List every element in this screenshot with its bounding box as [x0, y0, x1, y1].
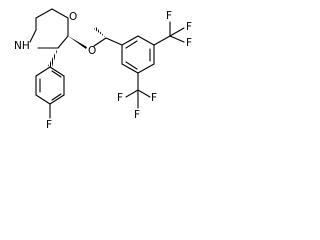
- cf3-bottom-group: [125, 89, 151, 109]
- cf-bond: [169, 27, 185, 37]
- cf-bond: [169, 35, 185, 43]
- benzylic-bond: [105, 37, 123, 46]
- aromatic-bond: [121, 35, 139, 46]
- cf3-top-f2-label: F: [186, 21, 192, 33]
- aromatic-bond: [49, 94, 65, 105]
- aromatic-bond: [35, 66, 51, 77]
- cf3-top-f3-label: F: [186, 37, 192, 49]
- aromatic-inner-bond: [51, 93, 62, 101]
- cf3-bottom-f2-label: F: [151, 92, 157, 104]
- ring-bond: [29, 29, 37, 43]
- aromatic-inner-bond: [51, 70, 62, 78]
- ring-bond: [35, 8, 53, 19]
- aromatic-inner-bond: [125, 40, 138, 49]
- cf3-bottom-f1-label: F: [117, 92, 123, 104]
- aromatic-bond: [137, 63, 155, 74]
- cf3-bottom-f3-label: F: [134, 109, 140, 121]
- fluoro-label: F: [46, 119, 52, 131]
- ring-oxygen-label: O: [69, 11, 77, 23]
- chemical-structure: O NH O F F F F F F F: [14, 8, 192, 131]
- ring-nh-label: NH: [14, 40, 30, 52]
- bis-cf3-phenyl-ring: [121, 35, 171, 91]
- cf3-top-f1-label: F: [166, 10, 172, 22]
- cf-bond: [125, 89, 139, 98]
- aromatic-bond: [35, 94, 51, 105]
- ether-oxygen-label: O: [88, 45, 96, 57]
- ring-bond: [51, 8, 69, 19]
- fluorophenyl-ring: [35, 66, 65, 119]
- ring-bond: [57, 35, 69, 49]
- methyl-hashed-bond: [94, 27, 106, 38]
- morpholine-ring: [29, 8, 69, 49]
- aromatic-bond: [121, 63, 139, 74]
- cf-bond: [137, 89, 151, 98]
- aromatic-inner-bond: [125, 61, 138, 70]
- aromatic-bond: [49, 66, 65, 77]
- cf3-top-group: [169, 21, 185, 43]
- aromatic-bond: [137, 35, 155, 46]
- hashed-bond: [48, 48, 58, 67]
- wedge-bond: [68, 36, 87, 49]
- cf3-bond: [153, 35, 171, 46]
- ether-bond: [93, 37, 107, 47]
